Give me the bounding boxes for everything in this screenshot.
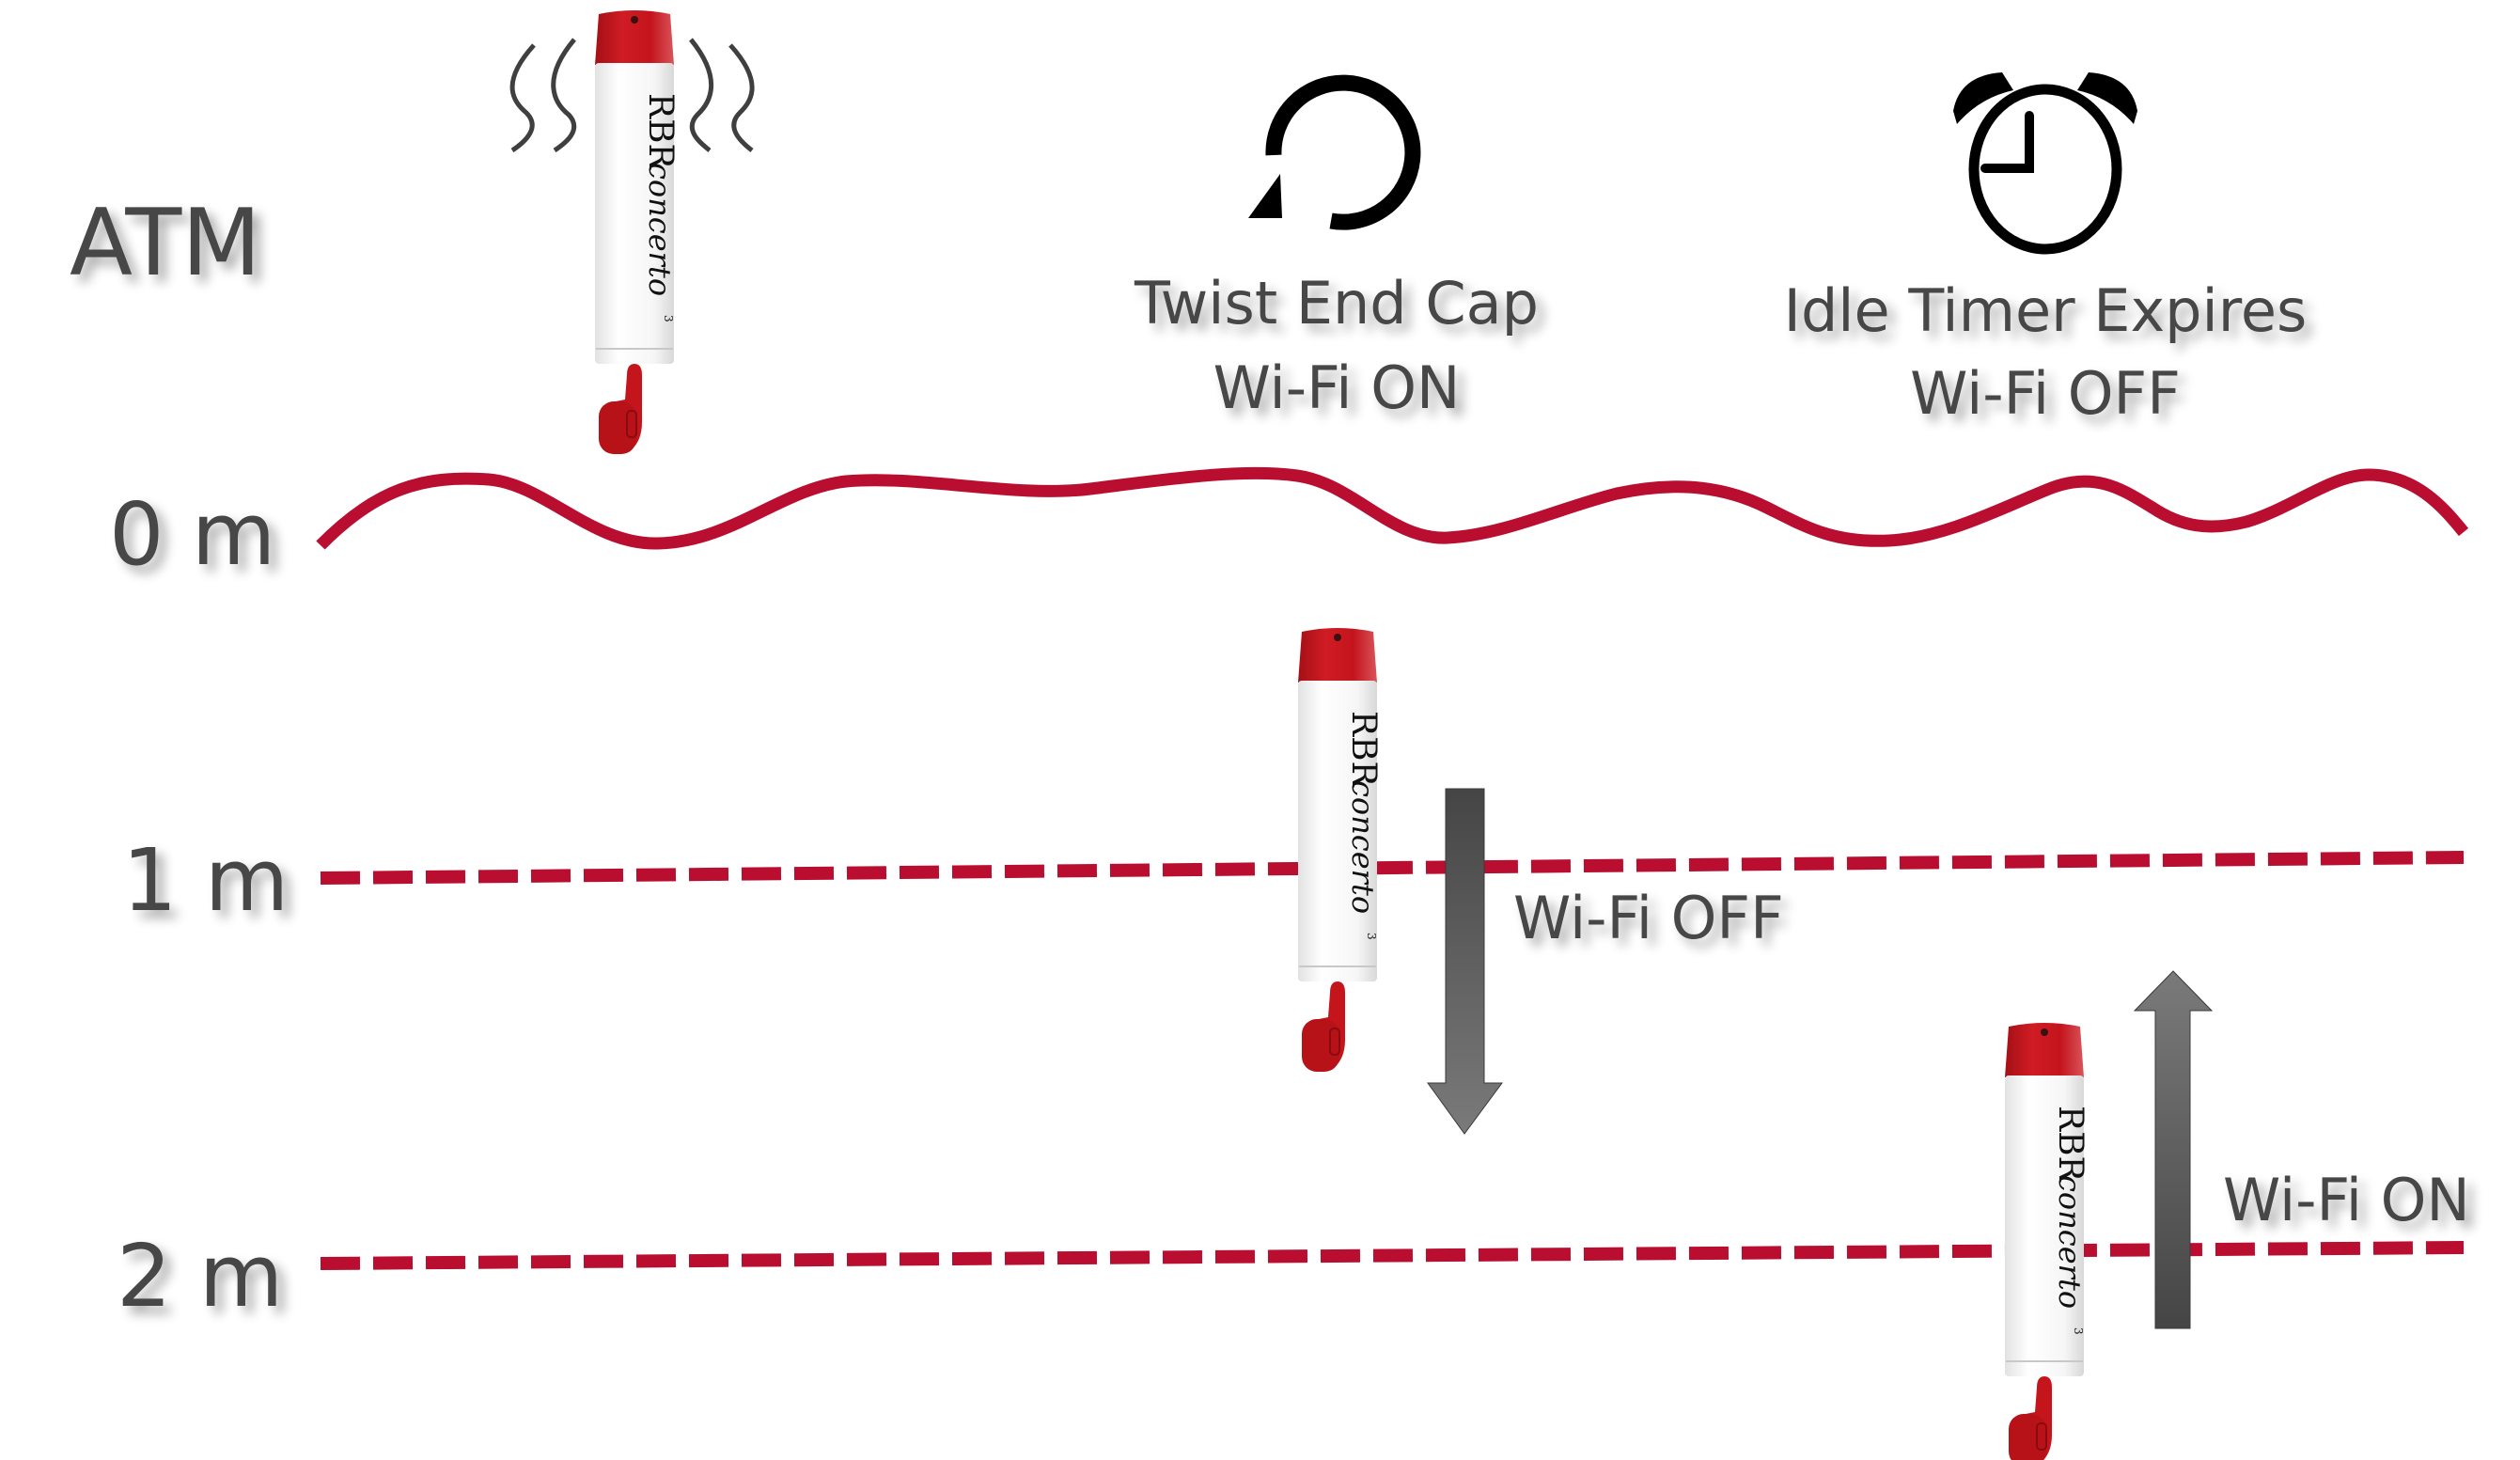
depth-label-0m: 0 m [109, 484, 275, 585]
vibration-icon [509, 38, 755, 153]
twist-event-line2: Wi-Fi ON [1213, 353, 1461, 422]
idle-event-line1: Idle Timer Expires [1784, 276, 2308, 345]
device-brand: RBR [2051, 1106, 2090, 1183]
device-model: concerto [1345, 780, 1381, 914]
device-superscript: 3 [662, 315, 675, 322]
idle-event-line2: Wi-Fi OFF [1910, 359, 2181, 428]
twist-event-line1: Twist End Cap [1134, 269, 1539, 338]
device-brand: RBR [641, 93, 680, 170]
depth-label-2m: 2 m [117, 1226, 283, 1327]
device-model: concerto [2052, 1175, 2088, 1309]
rotate-ccw-icon [1248, 74, 1421, 230]
arrow-down-icon [1427, 788, 1503, 1135]
water-surface-wave [316, 466, 2469, 550]
depth-label-atm: ATM [70, 190, 261, 297]
device-superscript: 3 [1365, 933, 1378, 940]
device-descending: RBR concerto 3 [1297, 627, 1383, 1073]
arrow-up-icon [2133, 970, 2214, 1329]
device-superscript: 3 [2072, 1327, 2085, 1335]
depth-label-1m: 1 m [122, 830, 289, 931]
device-atm: RBR concerto 3 [594, 9, 680, 455]
descending-wifi-label: Wi-Fi OFF [1513, 884, 1784, 952]
device-ascending: RBR concerto 3 [2004, 1022, 2090, 1460]
alarm-clock-icon [1953, 72, 2137, 255]
depth-line-2m [320, 1241, 2465, 1270]
ascending-wifi-label: Wi-Fi ON [2223, 1166, 2470, 1234]
device-model: concerto [642, 163, 678, 296]
depth-line-1m [320, 851, 2465, 885]
device-brand: RBR [1344, 711, 1383, 788]
